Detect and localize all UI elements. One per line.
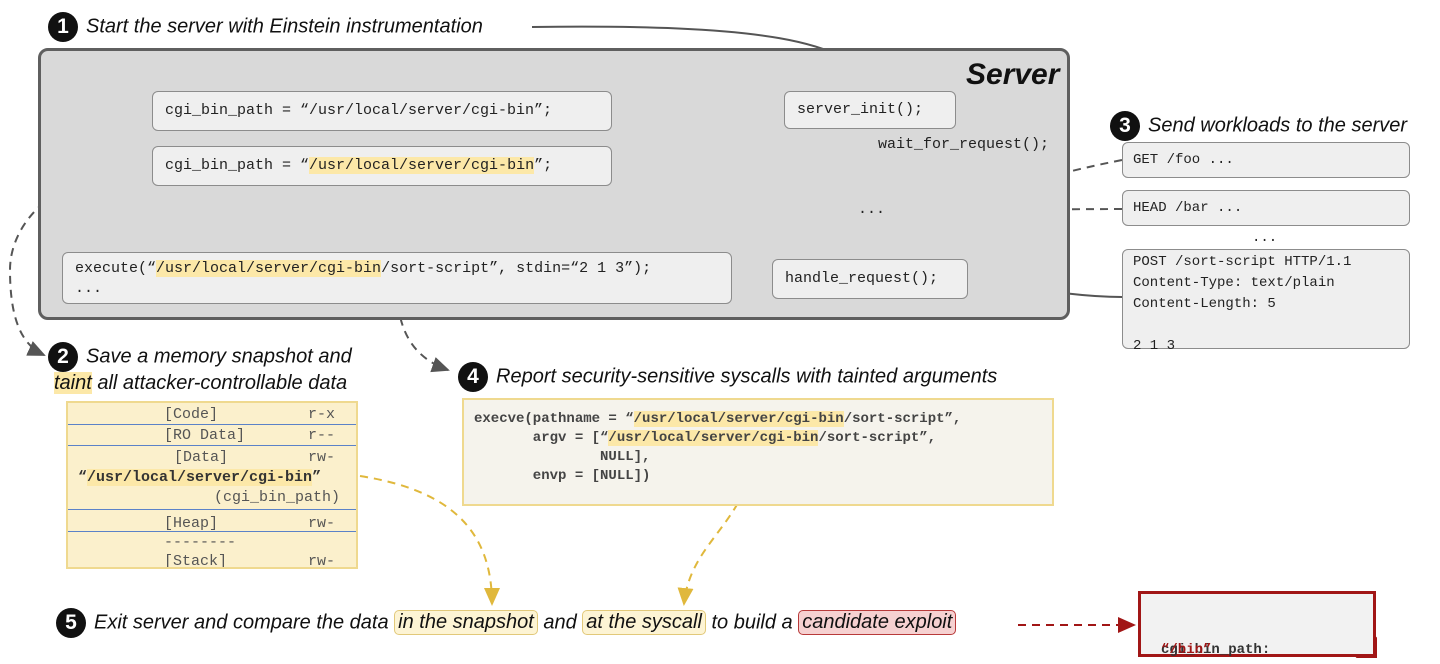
step-2: 2 Save a memory snapshot and	[48, 342, 352, 372]
syscall-l1-pre: execve(pathname = “	[474, 411, 634, 427]
yellow-arrow-snapshot	[359, 475, 500, 606]
step-5-pre: Exit server and compare the data	[94, 611, 395, 634]
requests-ellipsis: ...	[1252, 230, 1278, 246]
mem-heap-perm: rw-	[308, 515, 336, 532]
memory-snapshot: [Code] r-x [RO Data] r-- [Data] rw- “/us…	[66, 401, 358, 569]
step-1: 1 Start the server with Einstein instrume…	[48, 12, 483, 42]
request-head-text: HEAD /bar ...	[1133, 200, 1243, 216]
step-2-badge: 2	[48, 342, 78, 372]
syscall-l2-post: /sort-script”,	[818, 430, 937, 446]
mem-tainted-value: /usr/local/server/cgi-bin	[87, 469, 313, 486]
mem-code-perm: r-x	[308, 406, 336, 423]
step-5: 5 Exit server and compare the data in the…	[56, 608, 957, 638]
mem-rodata-perm: r--	[308, 427, 336, 444]
cgi2-post: ”;	[534, 157, 553, 174]
exploit-value: “/bin”	[1161, 642, 1212, 658]
tag-candidate-exploit: candidate exploit	[798, 610, 957, 636]
syscall-l2-tainted: /usr/local/server/cgi-bin	[608, 430, 819, 446]
cgi2-tainted-path: /usr/local/server/cgi-bin	[309, 157, 535, 174]
mem-divider	[68, 531, 356, 532]
syscall-l3: NULL],	[474, 449, 651, 465]
execute-post: /sort-script”, stdin=“2 1 3”);	[381, 260, 652, 277]
server-title: Server	[966, 58, 1060, 91]
mem-divider	[68, 445, 356, 446]
execute-tainted-path: /usr/local/server/cgi-bin	[156, 260, 382, 277]
step-4-text: Report security-sensitive syscalls with …	[496, 365, 998, 388]
step-4: 4 Report security-sensitive syscalls with…	[458, 362, 997, 392]
post-line-3: Content-Length: 5	[1133, 296, 1276, 312]
request-get-text: GET /foo ...	[1133, 152, 1234, 168]
step-1-text: Start the server with Einstein instrumen…	[86, 15, 483, 38]
tag-in-snapshot: in the snapshot	[394, 610, 538, 636]
post-line-1: POST /sort-script HTTP/1.1	[1133, 254, 1352, 270]
mem-quote-open: “	[78, 469, 88, 486]
mem-data-perm: rw-	[308, 449, 336, 466]
post-line-blank	[1133, 315, 1399, 336]
step-3: 3 Send workloads to the server	[1110, 111, 1407, 141]
post-line-body: 2 1 3	[1133, 338, 1176, 354]
handle-request-text: handle_request();	[785, 270, 939, 287]
handle-request-box: handle_request();	[772, 259, 968, 299]
step-2-rest: all attacker-controllable data	[91, 372, 348, 394]
step-3-badge: 3	[1110, 111, 1140, 141]
syscall-l4: envp = [NULL])	[474, 468, 651, 484]
step-5-badge: 5	[56, 608, 86, 638]
step-3-text: Send workloads to the server	[1148, 114, 1408, 137]
step-2-line2: taint all attacker-controllable data	[54, 372, 347, 395]
execute-pre: execute(“	[75, 260, 157, 277]
step-5-mid: and	[537, 611, 583, 634]
candidate-exploit-box: cgi_bin_path: “/bin”	[1138, 591, 1376, 658]
execute-box: execute(“/usr/local/server/cgi-bin/sort-…	[62, 252, 732, 304]
request-get: GET /foo ...	[1122, 142, 1410, 178]
cgi-assign-original: cgi_bin_path = “/usr/local/server/cgi-bi…	[152, 91, 612, 131]
yellow-arrow-syscall	[677, 449, 753, 606]
mem-quote-close: ”	[312, 469, 322, 486]
wait-for-request-label: wait_for_request();	[878, 136, 1050, 153]
syscall-report: execve(pathname = “/usr/local/server/cgi…	[462, 398, 1054, 506]
mem-stack-perm: rw-	[308, 553, 336, 569]
syscall-l1-post: /sort-script”,	[843, 411, 962, 427]
step-5-post: to build a	[705, 611, 799, 634]
mem-divider	[68, 424, 356, 425]
request-head: HEAD /bar ...	[1122, 190, 1410, 226]
exploit-key: cgi_bin_path:	[1161, 642, 1279, 658]
mem-rodata-name: [RO Data]	[164, 427, 246, 444]
mem-divider	[68, 509, 356, 510]
mem-heap-name: [Heap]	[164, 515, 219, 532]
step-4-badge: 4	[458, 362, 488, 392]
cgi2-pre: cgi_bin_path = “	[165, 157, 310, 174]
tag-at-syscall: at the syscall	[582, 610, 706, 636]
cgi1-text: cgi_bin_path = “/usr/local/server/cgi-bi…	[165, 102, 553, 119]
step-2-line1: Save a memory snapshot and	[86, 345, 352, 368]
mem-data-name: [Data]	[174, 449, 229, 466]
syscall-l1-tainted: /usr/local/server/cgi-bin	[633, 411, 844, 427]
mem-sep-text: --------	[164, 534, 237, 551]
mem-var-name: (cgi_bin_path)	[214, 489, 341, 506]
taint-word: taint	[54, 372, 92, 394]
cgi-assign-tainted: cgi_bin_path = “/usr/local/server/cgi-bi…	[152, 146, 612, 186]
step-1-badge: 1	[48, 12, 78, 42]
server-init-text: server_init();	[797, 101, 924, 118]
ellipsis-node: ...	[858, 201, 886, 218]
execute-line2: ...	[75, 280, 103, 297]
post-line-2: Content-Type: text/plain	[1133, 275, 1335, 291]
dash-report-arrow	[397, 303, 450, 373]
server-init-box: server_init();	[784, 91, 956, 129]
mem-code-name: [Code]	[164, 406, 219, 423]
mem-stack-name: [Stack]	[164, 553, 228, 569]
syscall-l2-pre: argv = [“	[474, 430, 609, 446]
